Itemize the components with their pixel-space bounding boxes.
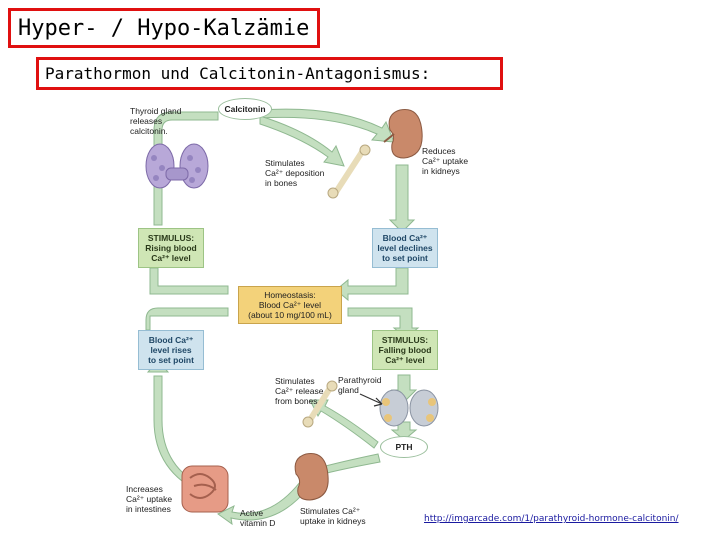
parathyroid-illustration: [359, 389, 439, 427]
bone-bottom-illustration: [302, 380, 338, 428]
bone-top-illustration: [327, 144, 371, 199]
stimulates-deposition-label: Stimulates Ca²⁺ deposition in bones: [265, 158, 325, 188]
page-subtitle: Parathormon und Calcitonin-Antagonismus:: [45, 64, 431, 83]
calcitonin-ellipse: Calcitonin: [218, 98, 272, 120]
title-box: Hyper- / Hypo-Kalzämie: [8, 8, 320, 48]
arrow-to-bone: [259, 115, 345, 167]
arrow-right-down: [388, 164, 416, 233]
parathyroid-label: Parathyroid gland: [338, 375, 382, 395]
homeostasis-box: Homeostasis: Blood Ca²⁺ level (about 10 …: [238, 286, 342, 324]
thyroid-gland-illustration: [145, 143, 209, 189]
arrow-to-pth: [390, 421, 418, 441]
diagram-graphics: [145, 108, 439, 526]
intestines-illustration: [181, 465, 229, 513]
arrow-from-blood-rises: [145, 307, 229, 331]
arrow-to-homeostasis-right: [335, 267, 409, 302]
blood-declines-box: Blood Ca²⁺ level declines to set point: [372, 228, 438, 268]
arrow-top-left: [153, 111, 219, 226]
source-link[interactable]: http://imgarcade.com/1/parathyroid-hormo…: [424, 514, 679, 524]
increases-uptake-label: Increases Ca²⁺ uptake in intestines: [126, 484, 173, 514]
calcium-homeostasis-diagram: Thyroid gland releases calcitonin. Calci…: [110, 90, 570, 535]
subtitle-box: Parathormon und Calcitonin-Antagonismus:: [36, 57, 503, 90]
arrow-to-vitd: [217, 481, 309, 526]
page-title: Hyper- / Hypo-Kalzämie: [18, 16, 310, 41]
reduces-uptake-label: Reduces Ca²⁺ uptake in kidneys: [422, 146, 469, 176]
active-vitd-label: Active vitamin D: [240, 508, 276, 528]
thyroid-label: Thyroid gland releases calcitonin.: [130, 106, 182, 136]
pth-ellipse: PTH: [380, 436, 428, 458]
stimulus-rising-box: STIMULUS: Rising blood Ca²⁺ level: [138, 228, 204, 268]
stimulates-release-label: Stimulates Ca²⁺ release from bones: [275, 376, 324, 406]
kidney-bottom-illustration: [294, 452, 329, 501]
blood-rises-box: Blood Ca²⁺ level rises to set point: [138, 330, 204, 370]
stimulus-falling-box: STIMULUS: Falling blood Ca²⁺ level: [372, 330, 438, 370]
kidney-top-illustration: [383, 108, 423, 159]
stimulates-kidney-uptake-label: Stimulates Ca²⁺ uptake in kidneys: [300, 506, 366, 526]
arrow-homeostasis-left: [149, 267, 229, 295]
